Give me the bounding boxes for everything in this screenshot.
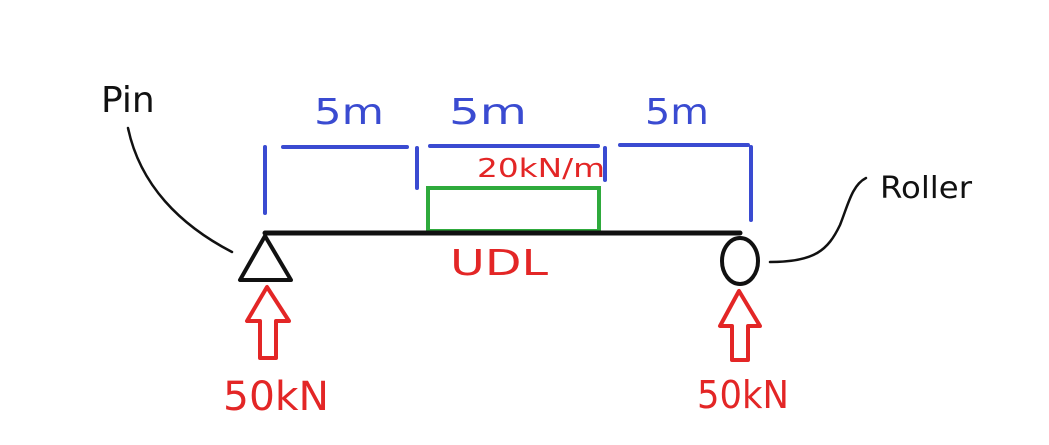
pin-label: Pin [101, 80, 155, 121]
udl-name-label: UDL [450, 243, 548, 284]
roller-support-icon [720, 236, 760, 286]
pin-support-icon [238, 234, 293, 282]
span-2-label: 5m [449, 92, 527, 133]
roller-label: Roller [880, 171, 973, 206]
roller-leader-line [768, 176, 868, 264]
left-reaction-arrow-icon [245, 285, 291, 360]
udl-load-box [426, 186, 601, 233]
left-reaction-label: 50kN [223, 374, 329, 420]
pin-leader-line [126, 126, 234, 254]
span-3-label: 5m [645, 92, 709, 133]
right-reaction-arrow-icon [718, 289, 762, 362]
udl-magnitude-label: 20kN/m [477, 154, 605, 184]
span-1-label: 5m [314, 92, 384, 133]
right-reaction-label: 50kN [697, 373, 789, 417]
